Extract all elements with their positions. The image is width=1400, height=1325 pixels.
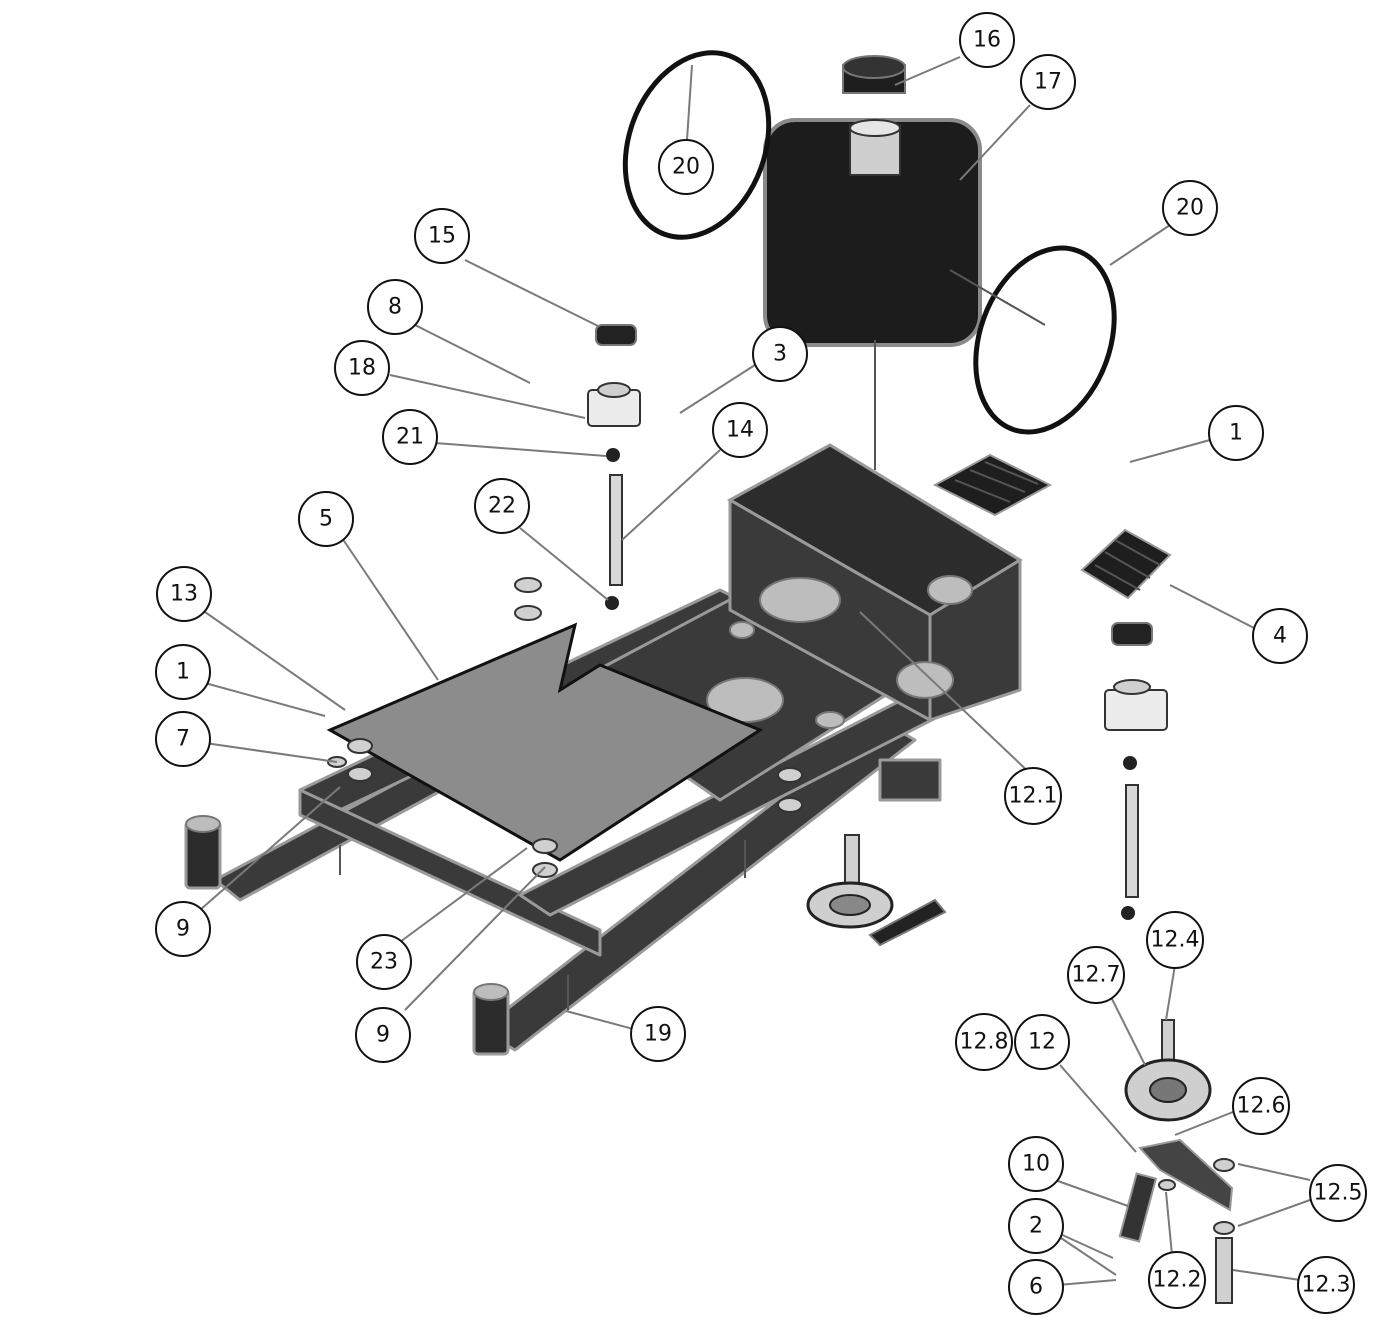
- callout-22: 22: [474, 478, 530, 534]
- svg-text:23: 23: [370, 950, 398, 975]
- callout-6: 6: [1008, 1259, 1064, 1315]
- svg-text:20: 20: [1176, 196, 1204, 221]
- svg-text:12.5: 12.5: [1314, 1181, 1363, 1206]
- svg-text:10: 10: [1022, 1152, 1050, 1177]
- callout-5: 5: [298, 491, 354, 547]
- svg-text:12.6: 12.6: [1237, 1094, 1286, 1119]
- strap-right: [973, 245, 1117, 435]
- svg-text:20: 20: [672, 155, 700, 180]
- grille-upper: [932, 453, 1053, 517]
- callout-13: 13: [156, 566, 212, 622]
- callout-8: 8: [367, 279, 423, 335]
- seat-plate: [326, 622, 764, 862]
- svg-text:21: 21: [396, 425, 424, 450]
- callout-16: 16: [959, 12, 1015, 68]
- svg-text:7: 7: [176, 727, 190, 752]
- callout-21: 21: [382, 409, 438, 465]
- svg-text:9: 9: [176, 917, 190, 942]
- svg-text:12.2: 12.2: [1153, 1268, 1202, 1293]
- svg-text:12.4: 12.4: [1151, 928, 1200, 953]
- callout-1-left: 1: [155, 644, 211, 700]
- svg-text:16: 16: [973, 28, 1001, 53]
- svg-text:9: 9: [376, 1023, 390, 1048]
- callout-9-center: 9: [355, 1007, 411, 1063]
- callout-12-2: 12.2: [1148, 1251, 1206, 1309]
- svg-text:13: 13: [170, 582, 198, 607]
- callout-10: 10: [1008, 1136, 1064, 1192]
- callout-20-left: 20: [658, 139, 714, 195]
- callout-17: 17: [1020, 54, 1076, 110]
- svg-text:8: 8: [388, 295, 402, 320]
- svg-text:22: 22: [488, 494, 516, 519]
- callout-20-right: 20: [1162, 180, 1218, 236]
- svg-text:17: 17: [1034, 70, 1062, 95]
- callout-12: 12: [1014, 1014, 1070, 1070]
- callout-4: 4: [1252, 608, 1308, 664]
- callout-12-7: 12.7: [1067, 946, 1125, 1004]
- svg-text:5: 5: [319, 507, 333, 532]
- callout-12-1: 12.1: [1004, 767, 1062, 825]
- svg-text:2: 2: [1029, 1214, 1043, 1239]
- svg-text:3: 3: [773, 342, 787, 367]
- callout-18: 18: [334, 340, 390, 396]
- svg-text:14: 14: [726, 418, 754, 443]
- svg-text:6: 6: [1029, 1275, 1043, 1300]
- callout-14: 14: [712, 402, 768, 458]
- svg-text:12.3: 12.3: [1302, 1273, 1351, 1298]
- fuel-tank: [763, 118, 982, 347]
- callout-12-5: 12.5: [1309, 1164, 1367, 1222]
- svg-text:12.7: 12.7: [1072, 963, 1121, 988]
- callout-23: 23: [356, 934, 412, 990]
- svg-text:18: 18: [348, 356, 376, 381]
- svg-text:12: 12: [1028, 1030, 1056, 1055]
- callout-19: 19: [630, 1006, 686, 1062]
- left-caster-assembly: [587, 324, 641, 610]
- callout-12-8: 12.8: [955, 1013, 1013, 1071]
- parts-drawing: [184, 50, 1235, 1304]
- tank-cap: [842, 55, 906, 94]
- right-caster-assembly: [1104, 622, 1168, 920]
- center-pulley: [806, 834, 947, 947]
- callout-2: 2: [1008, 1198, 1064, 1254]
- svg-text:1: 1: [1229, 421, 1243, 446]
- callout-15: 15: [414, 208, 470, 264]
- callout-12-6: 12.6: [1232, 1077, 1290, 1135]
- svg-text:12.8: 12.8: [960, 1030, 1009, 1055]
- idler-pulley-assembly: [1118, 1019, 1235, 1304]
- svg-text:12.1: 12.1: [1009, 784, 1058, 809]
- callouts: 16 17 20 20 15 8 3 18 21 14 1 22 5 13 4 …: [155, 12, 1367, 1315]
- callout-3: 3: [752, 326, 808, 382]
- callout-12-3: 12.3: [1297, 1256, 1355, 1314]
- callout-1-right: 1: [1208, 405, 1264, 461]
- svg-text:15: 15: [428, 224, 456, 249]
- callout-12-4: 12.4: [1146, 911, 1204, 969]
- leader-lines: [199, 56, 1311, 1286]
- svg-text:4: 4: [1273, 624, 1287, 649]
- callout-9-left: 9: [155, 901, 211, 957]
- grille-lower: [1080, 528, 1172, 600]
- callout-7: 7: [155, 711, 211, 767]
- svg-text:19: 19: [644, 1022, 672, 1047]
- strap-left: [622, 50, 772, 240]
- svg-text:1: 1: [176, 660, 190, 685]
